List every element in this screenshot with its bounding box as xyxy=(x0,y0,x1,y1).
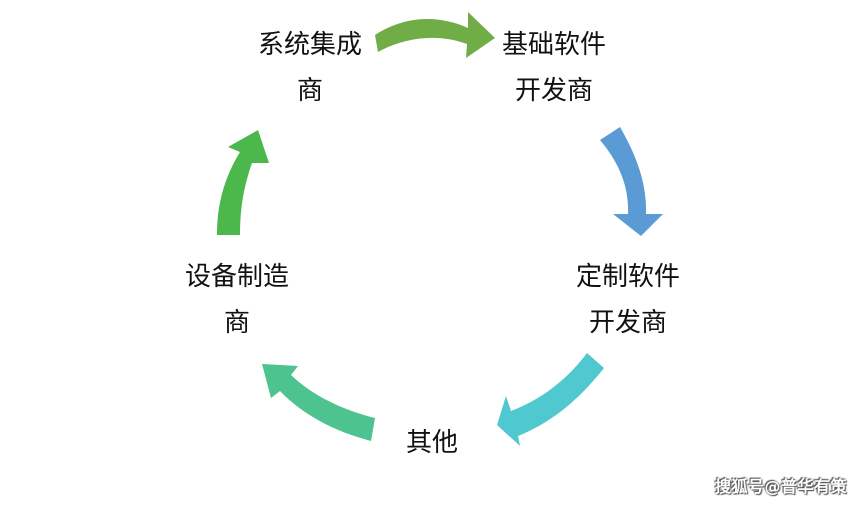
watermark: 搜狐号@普华有策 xyxy=(714,477,847,496)
node-label-line1: 系统集成 xyxy=(257,30,362,60)
node-label-line2: 开发商 xyxy=(514,76,593,106)
node-label-line2: 商 xyxy=(296,76,323,106)
node-system-integrator: 系统集成 商 xyxy=(230,22,390,114)
node-label-line1: 其他 xyxy=(405,428,458,458)
arrow-basic-to-custom xyxy=(600,127,663,236)
node-custom-software-developer: 定制软件 开发商 xyxy=(548,254,708,346)
node-label-line1: 设备制造 xyxy=(184,262,289,292)
node-device-manufacturer: 设备制造 商 xyxy=(157,254,317,346)
arrow-device-to-system xyxy=(217,130,269,235)
node-label-line1: 基础软件 xyxy=(501,30,606,60)
node-label-line2: 商 xyxy=(223,308,250,338)
arrow-other-to-device xyxy=(262,364,375,441)
node-basic-software-developer: 基础软件 开发商 xyxy=(474,22,634,114)
node-label-line2: 开发商 xyxy=(588,308,667,338)
node-other: 其他 xyxy=(352,420,512,466)
arrow-system-to-basic xyxy=(375,12,495,58)
node-label-line1: 定制软件 xyxy=(575,262,680,292)
arrow-custom-to-other xyxy=(497,353,604,446)
